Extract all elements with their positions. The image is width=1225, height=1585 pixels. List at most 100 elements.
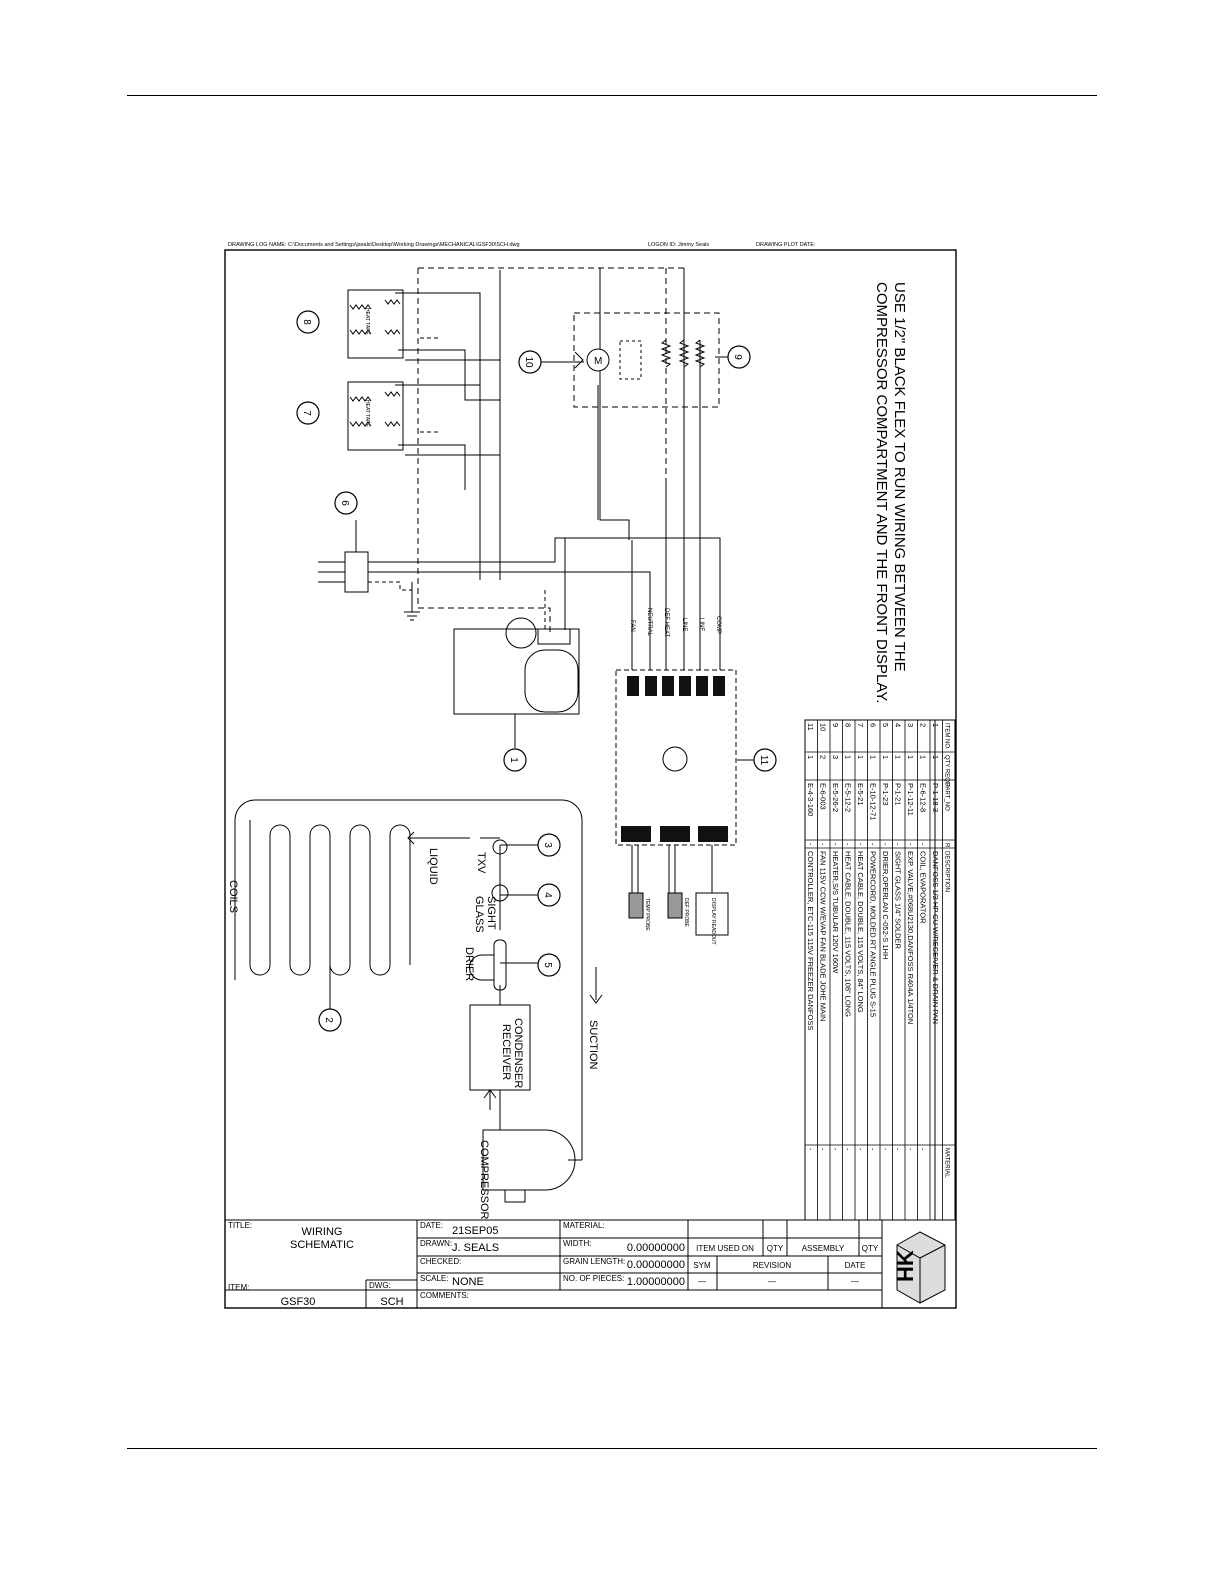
callout-8-label: 8: [301, 319, 312, 325]
bill-of-materials: ITEM NO.QTY REQD.PART_NORDESCRIPTIONMATE…: [804, 719, 956, 1221]
bom-cell: 1: [881, 755, 890, 759]
bom-cell: 10: [819, 723, 828, 731]
bom-cell: -: [806, 843, 815, 846]
bom-header-cell: QTY REQD.: [944, 755, 950, 788]
callout-4: [537, 883, 561, 907]
bom-cell: 4: [894, 723, 903, 727]
condenser-label-2: RECEIVER: [500, 1024, 512, 1080]
compressor-label: COMPRESSOR: [478, 1140, 490, 1220]
scale-label: SCALE:: [420, 1274, 448, 1283]
callout-10: [518, 350, 542, 374]
bom-cell: EXP. VALVE,#068U2130,DANFOSS R404A 1/4TO…: [906, 851, 915, 1024]
sym-header: SYM: [693, 1261, 711, 1270]
header-rule: [127, 95, 1097, 96]
revision-header: REVISION: [753, 1261, 791, 1270]
def-probe-label: DEF PROBE: [683, 898, 689, 928]
bom-cell: -: [856, 843, 865, 846]
bom-cell: 3: [831, 755, 840, 759]
bom-cell: HEAT CABLE, DOUBLE, 115 VOLTS, 84" LONG: [856, 851, 865, 1013]
callout-1: [503, 748, 527, 772]
dwg-value: SCH: [380, 1296, 403, 1308]
callout-2-label: 2: [323, 1017, 334, 1023]
bom-header-cell: PART_NO: [944, 783, 950, 811]
bom-cell: 8: [844, 723, 853, 727]
bom-cell: 1: [919, 755, 928, 759]
bom-cell: P-1-12-11: [906, 783, 915, 816]
sight-glass-label-1: SIGHT: [485, 896, 497, 930]
pieces-label: NO. OF PIECES:: [563, 1274, 624, 1283]
revision-value: —: [768, 1277, 776, 1286]
bom-cell: -: [844, 843, 853, 846]
bom-cell: SIGHT GLASS 1/4" SOLDER: [894, 851, 903, 950]
width-value: 0.00000000: [627, 1242, 685, 1254]
bom-cell: 3: [906, 723, 915, 727]
bom-cell: E-6-003: [819, 783, 828, 810]
bom-cell: 7: [856, 723, 865, 727]
drawn-value: J. SEALS: [452, 1242, 499, 1254]
bom-cell: P-1-23: [881, 783, 890, 806]
bom-cell: CONTROLLER, ETC-115 115V FREEZER DANFOSS: [806, 851, 815, 1030]
callout-3: [537, 833, 561, 857]
callout-3-label: 3: [542, 842, 553, 848]
callout-1-label: 1: [508, 757, 519, 763]
callout-5-label: 5: [542, 962, 553, 968]
callout-10-label: 10: [523, 356, 534, 368]
bom-cell: -: [906, 843, 915, 846]
date-value: 21SEP05: [452, 1225, 498, 1237]
controller-terminals: [621, 676, 728, 842]
bom-cell: 11: [806, 723, 815, 731]
terminal-label-neutral: NEUTRAL: [646, 608, 652, 637]
note-line-2: COMPRESSOR COMPARTMENT AND THE FRONT DIS…: [873, 282, 890, 703]
bom-cell: 2: [919, 723, 928, 727]
grain-length-value: 0.00000000: [627, 1259, 685, 1271]
drawing-plot-date: DRAWING PLOT DATE:: [756, 242, 816, 248]
title-line-1: WIRING: [302, 1226, 343, 1238]
bom-cell: -: [819, 1148, 828, 1151]
bom-cell: 1: [844, 755, 853, 759]
bom-cell: E-5-26-2: [831, 783, 840, 812]
bom-cell: E-5-12-2: [844, 783, 853, 812]
bom-cell: 1: [906, 755, 915, 759]
bom-cell: -: [806, 1148, 815, 1151]
bom-cell: 2: [819, 755, 828, 759]
evaporator-heaters: [660, 339, 706, 368]
drawing-logon: LOGON ID: Jimmy Seals: [648, 242, 709, 248]
suction-label: SUCTION: [587, 1020, 599, 1070]
callout-11: [753, 748, 777, 772]
fan-motor-label: M: [594, 356, 602, 367]
bom-cell: -: [919, 1148, 928, 1151]
item-label: ITEM:: [228, 1283, 249, 1292]
item-used-on-header: ITEM USED ON: [696, 1244, 754, 1253]
qty-header: QTY: [767, 1244, 784, 1253]
callout-6: [334, 491, 358, 515]
rev-date-value: —: [851, 1277, 859, 1286]
dwg-label: DWG:: [369, 1281, 391, 1290]
bom-cell: -: [844, 1148, 853, 1151]
heat-tape-symbols: [347, 289, 404, 451]
rev-date-header: DATE: [845, 1261, 866, 1270]
terminal-label-fan: FAN: [629, 620, 635, 632]
heat-tape-label-7: HEAT TAPE: [364, 400, 370, 428]
display-readout-label: DISPLAY READOUT: [710, 898, 716, 945]
qty-header-2: QTY: [862, 1244, 879, 1253]
bom-cell: HEAT CABLE, DOUBLE, 115 VOLTS, 108" LONG: [844, 851, 853, 1017]
temp-probe-label: TEMP PROBE: [644, 898, 650, 931]
coils-label: COILS: [227, 880, 239, 913]
callout-6-label: 6: [339, 500, 350, 506]
condenser-label-1: CONDENSER: [512, 1018, 524, 1088]
fan-motor-symbol: [586, 348, 610, 372]
bom-header-cell: DESCRIPTION: [944, 851, 950, 892]
liquid-label: LIQUID: [427, 848, 439, 885]
callout-7: [296, 401, 320, 425]
bom-cell: 5: [881, 723, 890, 727]
terminal-label-line-2: LINE: [698, 618, 704, 631]
def-probe-icon: [667, 892, 683, 919]
grain-length-label: GRAIN LENGTH:: [563, 1257, 625, 1266]
callout-9-label: 9: [732, 354, 743, 360]
sight-glass-label-2: GLASS: [473, 896, 485, 933]
txv-label: TXV: [475, 852, 487, 874]
company-logo: HK: [893, 1231, 946, 1304]
bom-cell: 1: [894, 755, 903, 759]
title-block: [225, 720, 956, 1308]
scale-value: NONE: [452, 1276, 484, 1288]
